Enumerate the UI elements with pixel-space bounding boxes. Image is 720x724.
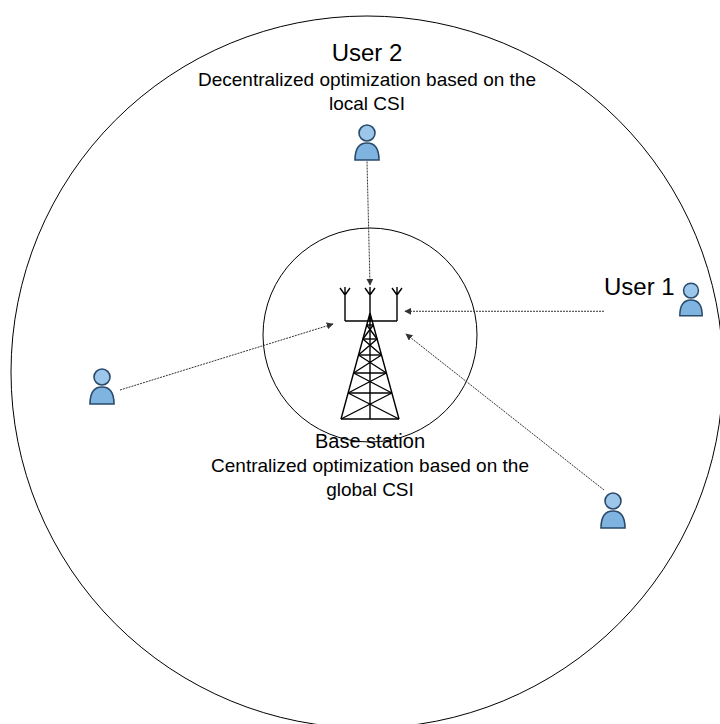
node-description: Decentralized optimization based on the … <box>193 68 541 116</box>
tower-brace <box>341 393 399 419</box>
tower-brace <box>354 355 387 373</box>
inner-region <box>263 228 477 442</box>
tower-brace <box>348 373 392 393</box>
cell-boundary <box>11 16 720 724</box>
tower-brace <box>354 372 387 373</box>
user-node: User 1 <box>604 270 716 318</box>
user-icon <box>352 122 382 162</box>
user-body <box>679 300 701 316</box>
uplink-arrow <box>405 311 604 312</box>
uplink-arrow <box>120 324 333 390</box>
user-head <box>683 283 698 298</box>
tower-brace <box>359 354 382 355</box>
user-icon <box>90 369 114 404</box>
user-body <box>355 143 379 160</box>
user-head <box>359 125 375 141</box>
tower-brace <box>359 339 382 355</box>
uplink-arrow <box>367 162 370 286</box>
icon-holder <box>677 270 705 318</box>
antenna <box>340 287 350 321</box>
tower-brace <box>363 325 377 339</box>
user-icon <box>677 280 705 318</box>
antenna <box>392 287 402 321</box>
icon-holder <box>187 122 547 162</box>
node-title: User 1 <box>604 272 675 302</box>
node-title: User 2 <box>193 38 541 68</box>
user-node: User 2Decentralized optimization based o… <box>187 38 547 162</box>
tower-brace <box>363 338 377 339</box>
tower-symbol <box>335 285 405 425</box>
text-group: User 2Decentralized optimization based o… <box>187 38 547 116</box>
node-description: Centralized optimization based on the gl… <box>205 454 535 502</box>
antenna-bar <box>345 320 397 321</box>
tower-brace <box>348 392 392 393</box>
base-station-node: Base stationCentralized optimization bas… <box>335 285 405 425</box>
node-title: Base station <box>205 429 535 454</box>
user-icon <box>601 493 625 528</box>
text-group: Base stationCentralized optimization bas… <box>205 429 535 502</box>
tower-brace <box>341 418 399 419</box>
tower-leg <box>341 313 399 419</box>
text-group: User 1 <box>604 270 675 302</box>
